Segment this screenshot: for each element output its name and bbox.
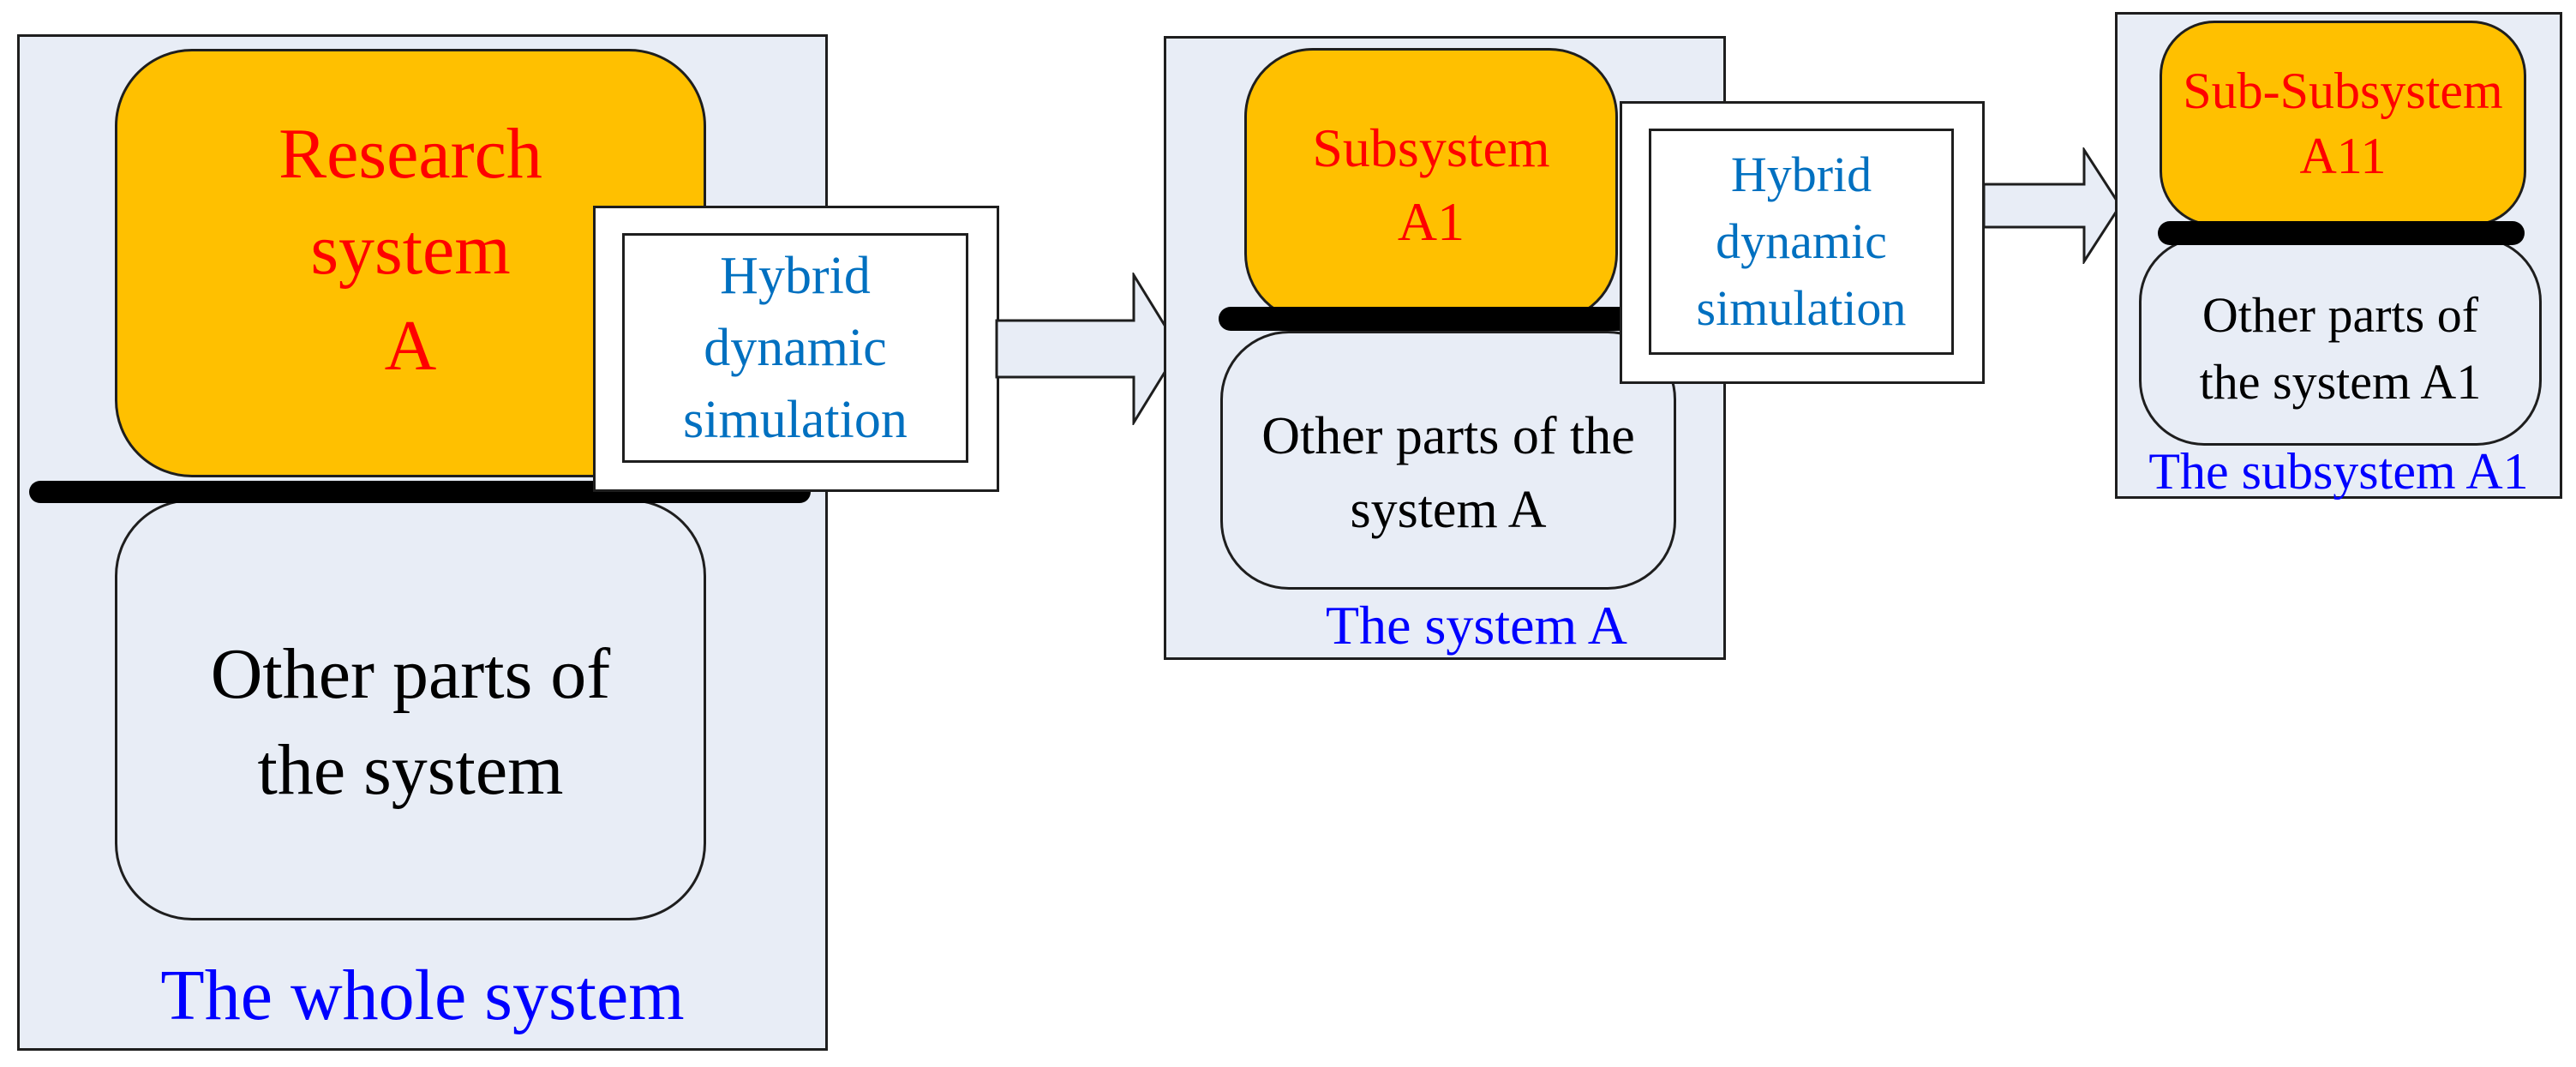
other-parts-of-system-box: Other parts of the system: [115, 499, 706, 920]
separator-bar: [2158, 221, 2525, 245]
sub-subsystem-a11-label: Sub-Subsystem A11: [2183, 63, 2503, 184]
research-system-a-box: Research system A: [115, 49, 706, 477]
subsystem-a1-label: Subsystem A1: [1312, 117, 1550, 252]
simulation-box-2: Hybrid dynamic simulation: [1649, 129, 1954, 355]
sub-subsystem-a11-box: Sub-Subsystem A11: [2160, 21, 2526, 226]
subsystem-a1-caption: The subsystem A1: [2148, 443, 2529, 500]
whole-system-caption: The whole system: [160, 956, 685, 1035]
simulation-box-1-label: Hybrid dynamic simulation: [683, 247, 908, 449]
other-parts-of-system-a-label: Other parts of the system A: [1261, 407, 1635, 539]
other-parts-of-system-a-box: Other parts of the system A: [1220, 331, 1676, 590]
research-system-a-label: Research system A: [279, 114, 542, 386]
simulation-box-1: Hybrid dynamic simulation: [622, 233, 968, 463]
arrow-right-icon: [994, 273, 1183, 425]
simulation-box-2-label: Hybrid dynamic simulation: [1696, 147, 1907, 336]
other-parts-of-system-a1-box: Other parts of the system A1: [2139, 237, 2542, 446]
other-parts-of-system-label: Other parts of the system: [210, 634, 611, 810]
subsystem-a1-box: Subsystem A1: [1244, 48, 1618, 322]
arrow-right-icon: [1981, 147, 2124, 264]
system-a-caption: The system A: [1326, 595, 1627, 656]
separator-bar: [1219, 307, 1698, 331]
other-parts-of-system-a1-label: Other parts of the system A1: [2199, 287, 2482, 410]
